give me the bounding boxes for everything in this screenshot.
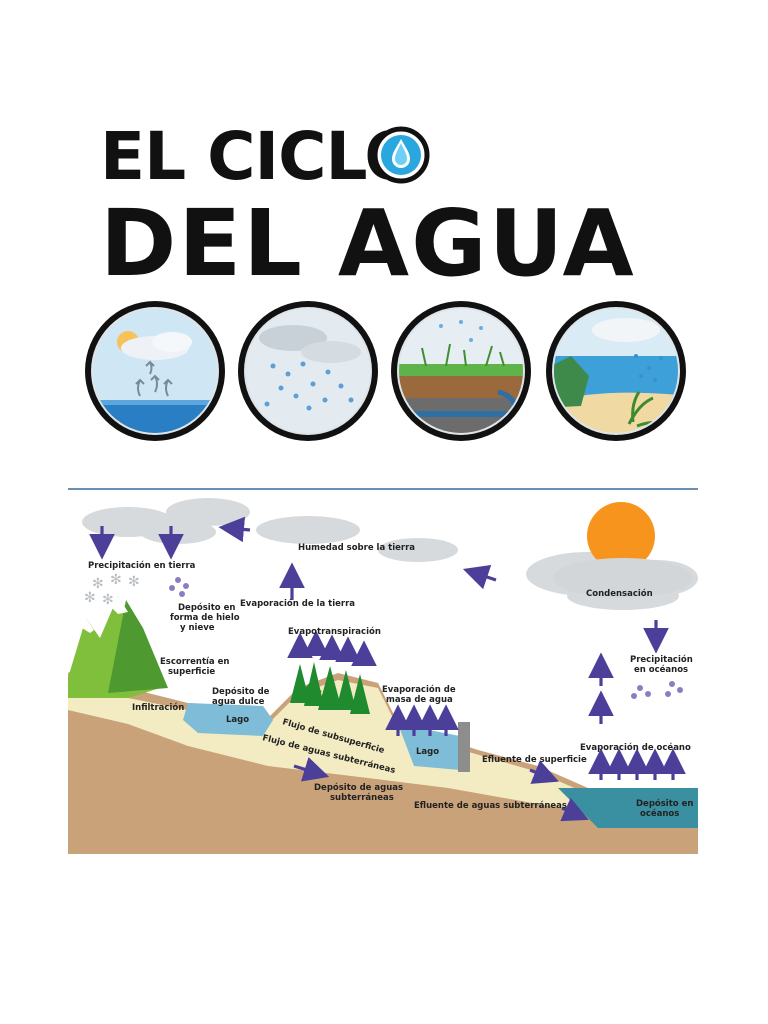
label-condensacion: Condensación — [586, 588, 653, 599]
title-line-2: DEL AGUA — [100, 190, 636, 297]
snowflakes: ✻✻✻ ✻✻ — [84, 572, 140, 608]
svg-text:✻: ✻ — [84, 590, 96, 606]
label-deposito-hielo-2: forma de hielo — [170, 613, 240, 623]
label-deposito-oceanos-2: océanos — [640, 808, 679, 819]
label-evap-oceano: Evaporación de océano — [580, 742, 691, 753]
label-escorrentia-2: superficie — [168, 667, 215, 677]
ocean — [558, 788, 698, 828]
coast-rain-icon — [546, 301, 686, 441]
icon-circle-row — [0, 296, 768, 446]
flow-arrows — [89, 516, 686, 822]
water-cycle-diagram: ✻✻✻ ✻✻ Precipitación en tierra Humedad s… — [68, 488, 698, 854]
label-deposito-dulce-1: Depósito de — [212, 686, 270, 697]
label-evap-masa-2: masa de agua — [386, 695, 453, 705]
label-evapotranspiracion: Evapotranspiración — [288, 626, 381, 637]
label-deposito-hielo-3: y nieve — [180, 623, 215, 633]
label-infiltracion: Infiltración — [132, 702, 184, 713]
water-drop-icon — [372, 126, 430, 184]
lake-1 — [183, 703, 273, 736]
label-evap-tierra: Evaporación de la tierra — [240, 598, 355, 609]
label-precip-oceanos-1: Precipitación — [630, 654, 693, 665]
rain-drops — [169, 577, 683, 699]
label-deposito-subt-1: Depósito de aguas — [314, 782, 403, 793]
infiltration-icon — [391, 301, 531, 441]
label-lago-2: Lago — [416, 747, 439, 757]
label-evap-masa-1: Evaporación de — [382, 684, 456, 695]
dam — [458, 722, 470, 772]
label-deposito-hielo-1: Depósito en — [178, 602, 235, 613]
label-humedad: Humedad sobre la tierra — [298, 543, 415, 553]
label-lago-1: Lago — [226, 715, 249, 725]
title-line-1: EL CICLO — [100, 118, 420, 195]
label-efluente-subt: Efluente de aguas subterráneas — [414, 801, 567, 811]
label-precip-oceanos-2: en océanos — [634, 664, 688, 675]
sun-icon — [587, 502, 655, 570]
label-deposito-dulce-2: agua dulce — [212, 697, 265, 707]
evaporation-icon — [85, 301, 225, 441]
label-deposito-subt-2: subterráneas — [330, 793, 394, 803]
forest — [290, 662, 370, 714]
svg-text:✻: ✻ — [102, 592, 114, 608]
label-efluente-sup: Efluente de superficie — [482, 755, 587, 765]
svg-text:✻: ✻ — [92, 576, 104, 592]
svg-text:✻: ✻ — [110, 572, 122, 588]
label-escorrentia-1: Escorrentía en — [160, 657, 229, 667]
precipitation-icon — [238, 301, 378, 441]
svg-text:✻: ✻ — [128, 574, 140, 590]
label-deposito-oceanos-1: Depósito en — [636, 798, 693, 809]
label-precip-tierra: Precipitación en tierra — [88, 560, 196, 571]
